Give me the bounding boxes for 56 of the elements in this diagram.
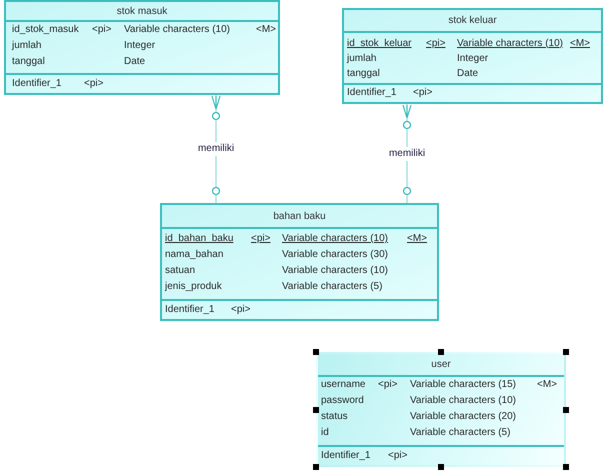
relationship-line xyxy=(402,104,412,204)
data-type: Variable characters (10) xyxy=(410,395,516,407)
data-type: Date xyxy=(457,68,478,80)
attribute-name: id xyxy=(321,427,329,439)
attribute-name: tanggal xyxy=(12,56,45,68)
attribute-name: status xyxy=(321,411,348,423)
data-type: Integer xyxy=(457,52,488,64)
attribute-name: tanggal xyxy=(347,68,380,80)
identifier-name: Identifier_1 xyxy=(321,450,370,462)
attribute-name: nama_bahan xyxy=(165,249,224,261)
attribute-name: jenis_produk xyxy=(165,281,222,293)
key-marker: <pi> xyxy=(426,38,446,50)
identifier-name: Identifier_1 xyxy=(12,78,62,90)
entity-title: stok keluar xyxy=(448,15,497,26)
mandatory-marker: <M> xyxy=(407,233,428,245)
mandatory-marker: <M> xyxy=(256,24,276,36)
data-type: Variable characters (15) xyxy=(410,379,516,391)
entity-title: user xyxy=(431,359,451,370)
relationship-line xyxy=(211,94,221,204)
key-marker: <pi> xyxy=(84,78,104,90)
key-marker: <pi> xyxy=(231,304,250,316)
identifier-name: Identifier_1 xyxy=(347,87,396,99)
mandatory-marker: <M> xyxy=(570,38,590,50)
data-type: Variable characters (20) xyxy=(410,411,516,423)
data-type: Variable characters (5) xyxy=(282,281,382,293)
data-type: Variable characters (30) xyxy=(282,249,388,261)
key-marker: <pi> xyxy=(378,379,398,391)
attribute-name: password xyxy=(321,395,364,407)
key-marker: <pi> xyxy=(92,24,112,36)
identifier-name: Identifier_1 xyxy=(165,304,214,316)
data-type: Variable characters (10) xyxy=(282,233,388,245)
entity-box xyxy=(160,203,439,321)
edge-label: memiliki xyxy=(386,146,428,160)
attribute-name: id_stok_masuk xyxy=(12,24,79,36)
attribute-name: username xyxy=(321,379,366,391)
data-type: Variable characters (10) xyxy=(457,38,563,50)
attribute-name: id_stok_keluar xyxy=(347,38,412,50)
edge-label: memiliki xyxy=(196,142,236,156)
key-marker: <pi> xyxy=(251,233,270,245)
entity-title: stok masuk xyxy=(116,6,168,16)
entity-box xyxy=(316,352,566,467)
attribute-name: satuan xyxy=(165,265,196,277)
entity-box xyxy=(342,8,603,104)
data-type: Variable characters (10) xyxy=(124,24,230,36)
data-type: Variable characters (10) xyxy=(282,265,388,277)
attribute-name: jumlah xyxy=(347,52,376,64)
key-marker: <pi> xyxy=(388,450,408,462)
key-marker: <pi> xyxy=(413,87,432,99)
attribute-name: jumlah xyxy=(12,40,42,52)
entity-title: bahan baku xyxy=(273,210,326,222)
entity-box xyxy=(4,0,280,95)
mandatory-marker: <M> xyxy=(537,379,558,391)
data-type: Integer xyxy=(124,40,156,52)
data-type: Date xyxy=(124,56,146,68)
attribute-name: id_bahan_baku xyxy=(165,233,234,245)
data-type: Variable characters (5) xyxy=(410,427,510,439)
